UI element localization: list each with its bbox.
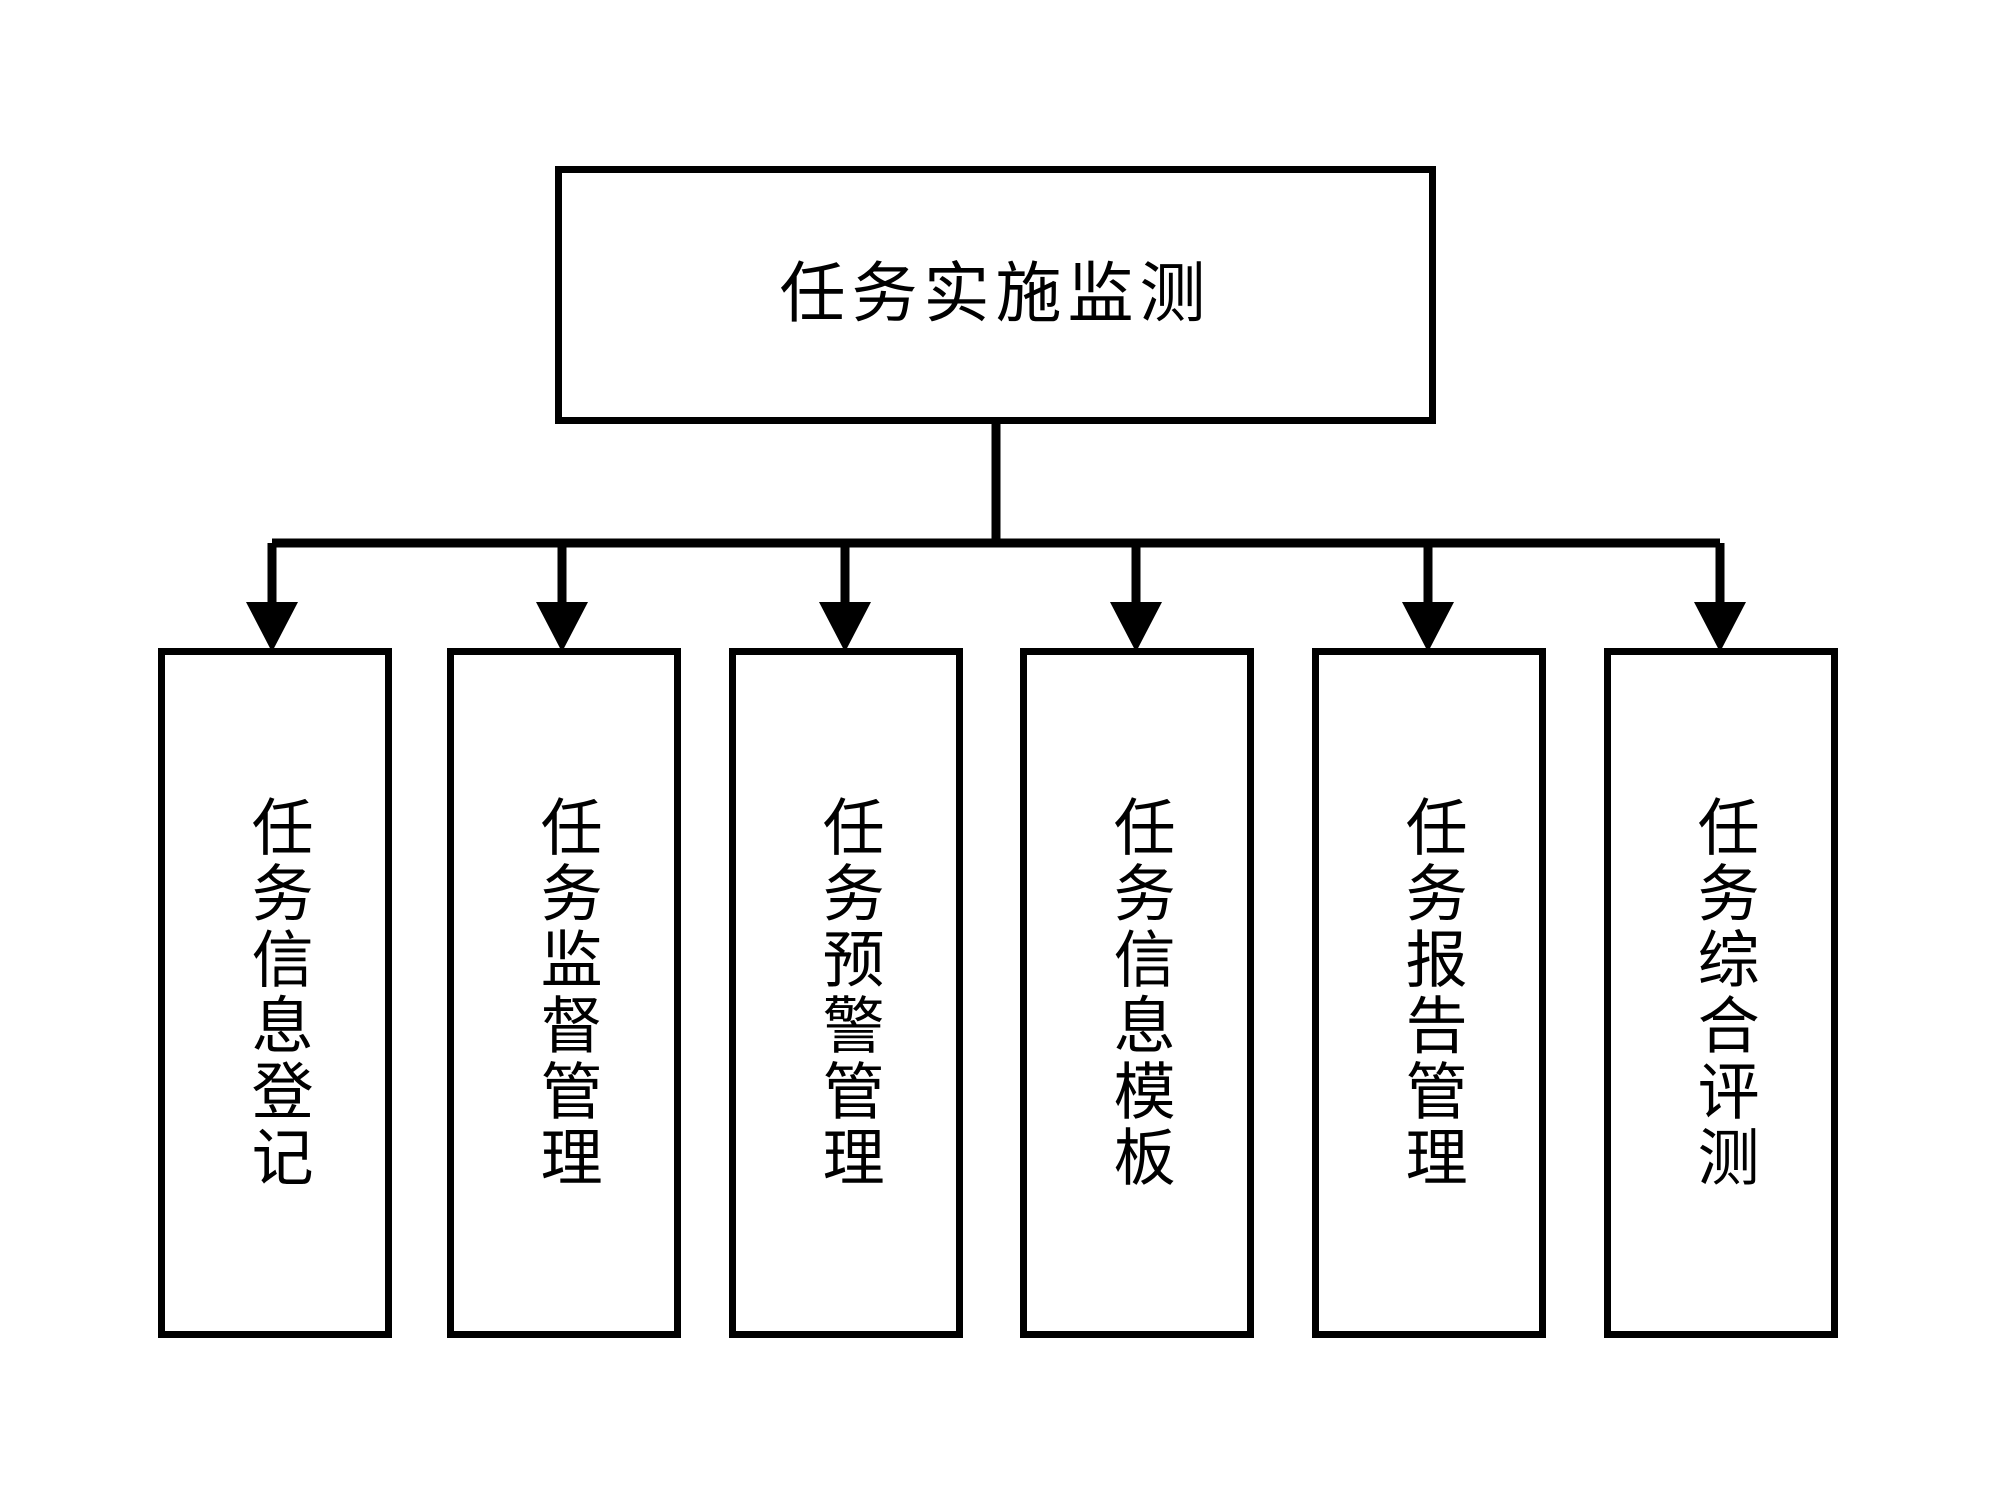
arrowhead-1 (246, 602, 298, 652)
leaf-node-4[interactable]: 任务信息模板 (1020, 648, 1254, 1338)
leaf-node-5-label: 任务报告管理 (1395, 795, 1464, 1191)
leaf-node-2[interactable]: 任务监督管理 (447, 648, 681, 1338)
leaf-node-4-label: 任务信息模板 (1103, 795, 1172, 1191)
arrowhead-5 (1402, 602, 1454, 652)
arrowhead-3 (819, 602, 871, 652)
leaf-node-1-label: 任务信息登记 (241, 795, 310, 1191)
root-node-label: 任务实施监测 (779, 258, 1212, 331)
leaf-node-6[interactable]: 任务综合评测 (1604, 648, 1838, 1338)
root-node[interactable]: 任务实施监测 (555, 166, 1436, 424)
arrowhead-2 (536, 602, 588, 652)
leaf-node-5[interactable]: 任务报告管理 (1312, 648, 1546, 1338)
leaf-node-3-label: 任务预警管理 (812, 795, 881, 1191)
leaf-node-6-label: 任务综合评测 (1687, 795, 1756, 1191)
arrowhead-4 (1110, 602, 1162, 652)
leaf-node-3[interactable]: 任务预警管理 (729, 648, 963, 1338)
leaf-node-1[interactable]: 任务信息登记 (158, 648, 392, 1338)
arrowhead-6 (1694, 602, 1746, 652)
leaf-node-2-label: 任务监督管理 (530, 795, 599, 1191)
